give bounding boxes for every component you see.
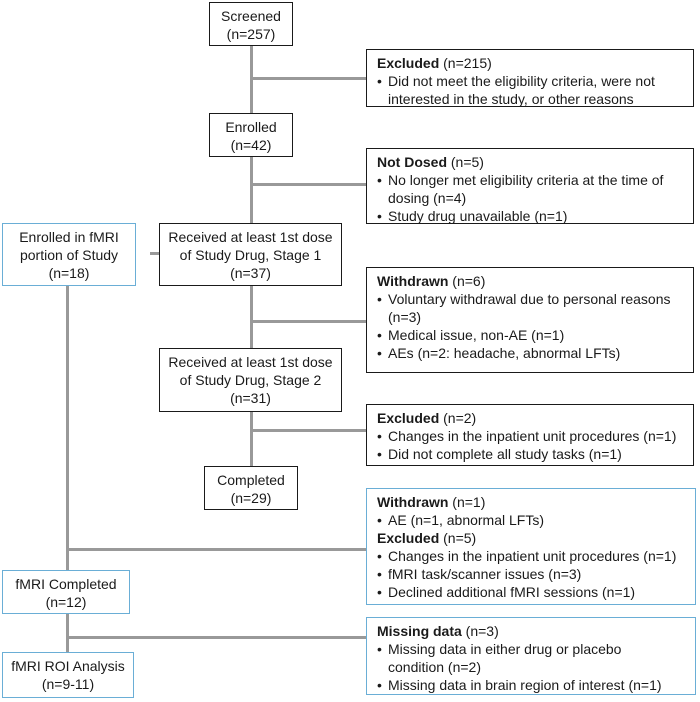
withdrawn-excluded-box: Withdrawn (n=1) AE (n=1, abnormal LFTs) … (366, 488, 696, 605)
stage2-line-2: of Study Drug, Stage 2 (179, 372, 322, 388)
screened-count: (n=257) (226, 26, 276, 42)
fmri-withdrawn-title: Withdrawn (377, 494, 449, 510)
enrolled-label: Enrolled (225, 119, 277, 135)
fmri-branch-connector-withdrawn-excluded (66, 548, 367, 551)
screened-box: Screened (n=257) (209, 2, 293, 46)
stage1-count: (n=37) (230, 265, 271, 281)
fmri-flow-connector (66, 285, 69, 660)
excluded-box-2: Excluded (n=2) Changes in the inpatient … (366, 404, 694, 466)
fmri-enrolled-line-2: portion of Study (19, 247, 119, 263)
withdrawn-item: Voluntary withdrawal due to personal rea… (377, 290, 685, 308)
enrolled-box: Enrolled (n=42) (209, 113, 293, 157)
fmri-branch-connector-missing (66, 636, 367, 639)
fmri-withdrawn-item: AE (n=1, abnormal LFTs) (377, 511, 687, 529)
excluded-count: (n=215) (439, 55, 492, 71)
withdrawn-count: (n=6) (448, 273, 486, 289)
stage2-box: Received at least 1st dose of Study Drug… (159, 348, 342, 412)
not-dosed-count: (n=5) (447, 154, 484, 170)
not-dosed-box: Not Dosed (n=5) No longer met eligibilit… (366, 148, 694, 225)
not-dosed-item: No longer met eligibility criteria at th… (377, 171, 685, 189)
enrolled-count: (n=42) (230, 137, 272, 153)
stage1-to-fmri-connector (150, 252, 160, 255)
stage1-box: Received at least 1st dose of Study Drug… (159, 223, 342, 286)
branch-connector-withdrawn (250, 320, 367, 323)
fmri-roi-count: (n=9-11) (41, 676, 95, 692)
stage2-line-1: Received at least 1st dose (168, 354, 333, 370)
fmri-roi-box: fMRI ROI Analysis (n=9-11) (2, 652, 134, 698)
excluded-title: Excluded (377, 55, 440, 71)
fmri-excluded-item: Changes in the inpatient unit procedures… (377, 547, 687, 565)
fmri-completed-count: (n=12) (45, 594, 87, 610)
fmri-roi-label: fMRI ROI Analysis (11, 658, 125, 674)
completed-count: (n=29) (230, 490, 272, 506)
withdrawn-box-1: Withdrawn (n=6) Voluntary withdrawal due… (366, 267, 694, 373)
excluded-box-1: Excluded (n=215) Did not meet the eligib… (366, 49, 694, 107)
completed-box: Completed (n=29) (204, 466, 298, 510)
fmri-completed-label: fMRI Completed (15, 576, 117, 592)
screened-label: Screened (221, 8, 281, 24)
fmri-excluded-count: (n=5) (439, 530, 477, 546)
missing-data-item: Missing data in brain region of interest… (377, 676, 687, 694)
not-dosed-item: Study drug unavailable (n=1) (377, 207, 685, 225)
excluded-item: Did not meet the eligibility criteria, w… (377, 72, 685, 90)
fmri-excluded-item: Declined additional fMRI sessions (n=1) (377, 583, 687, 601)
stage2-count: (n=31) (230, 390, 271, 406)
excluded-2-title: Excluded (377, 410, 440, 426)
stage1-line-2: of Study Drug, Stage 1 (179, 247, 322, 263)
missing-data-item: Missing data in either drug or placebo (377, 640, 687, 658)
withdrawn-item: AEs (n=2: headache, abnormal LFTs) (377, 344, 685, 362)
excluded-2-item: Did not complete all study tasks (n=1) (377, 445, 685, 463)
excluded-2-item: Changes in the inpatient unit procedures… (377, 427, 685, 445)
missing-data-title: Missing data (377, 623, 462, 639)
missing-data-count: (n=3) (461, 623, 499, 639)
fmri-excluded-item: fMRI task/scanner issues (n=3) (377, 565, 687, 583)
not-dosed-item-continuation: dosing (n=4) (388, 190, 467, 206)
withdrawn-title: Withdrawn (377, 273, 449, 289)
stage1-line-1: Received at least 1st dose (168, 229, 333, 245)
fmri-enrolled-box: Enrolled in fMRI portion of Study (n=18) (2, 223, 136, 286)
missing-data-box: Missing data (n=3) Missing data in eithe… (366, 617, 696, 695)
branch-connector-excluded (250, 77, 367, 80)
fmri-enrolled-count: (n=18) (48, 265, 90, 281)
excluded-2-count: (n=2) (439, 410, 477, 426)
fmri-excluded-title: Excluded (377, 530, 440, 546)
withdrawn-item-continuation: (n=3) (388, 309, 422, 325)
completed-label: Completed (217, 472, 285, 488)
fmri-enrolled-line-1: Enrolled in fMRI (19, 229, 119, 245)
fmri-withdrawn-count: (n=1) (448, 494, 486, 510)
missing-data-item-continuation: condition (n=2) (388, 659, 482, 675)
branch-connector-not-dosed (250, 183, 367, 186)
not-dosed-title: Not Dosed (377, 154, 447, 170)
fmri-completed-box: fMRI Completed (n=12) (2, 570, 130, 614)
branch-connector-excluded-2 (250, 429, 367, 432)
excluded-item-continuation: interested in the study, or other reason… (388, 91, 634, 107)
withdrawn-item: Medical issue, non-AE (n=1) (377, 326, 685, 344)
